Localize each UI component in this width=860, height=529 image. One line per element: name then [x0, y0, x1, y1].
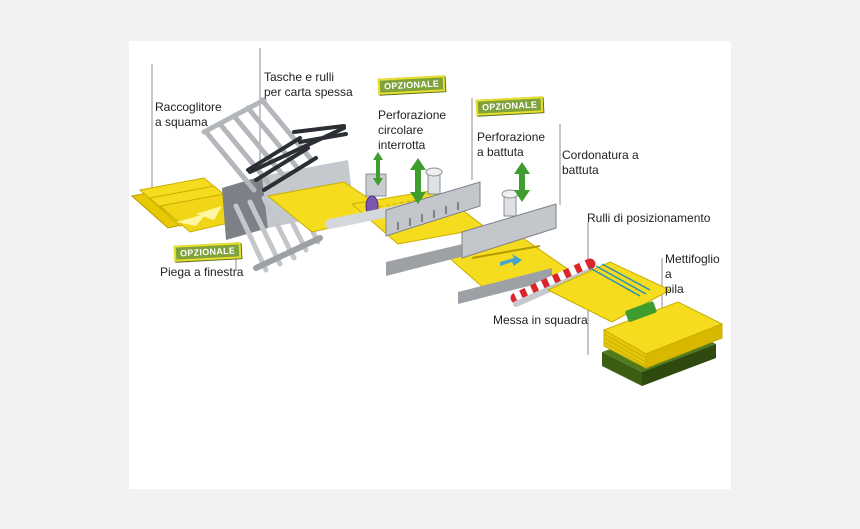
- collector-papers: [130, 177, 252, 233]
- label-piega-finestra: Piega a finestra: [160, 265, 244, 279]
- strike-perforation-bar: [385, 167, 481, 237]
- green-arrows: [373, 152, 530, 204]
- positioning-rollers: [510, 258, 672, 323]
- label-messa-in-squadra: Messa in squadra: [493, 313, 588, 327]
- label-rulli-posizionamento: Rulli di posizionamento: [587, 211, 711, 225]
- pile-feeder: [602, 301, 724, 386]
- creasing-bar: [458, 189, 557, 304]
